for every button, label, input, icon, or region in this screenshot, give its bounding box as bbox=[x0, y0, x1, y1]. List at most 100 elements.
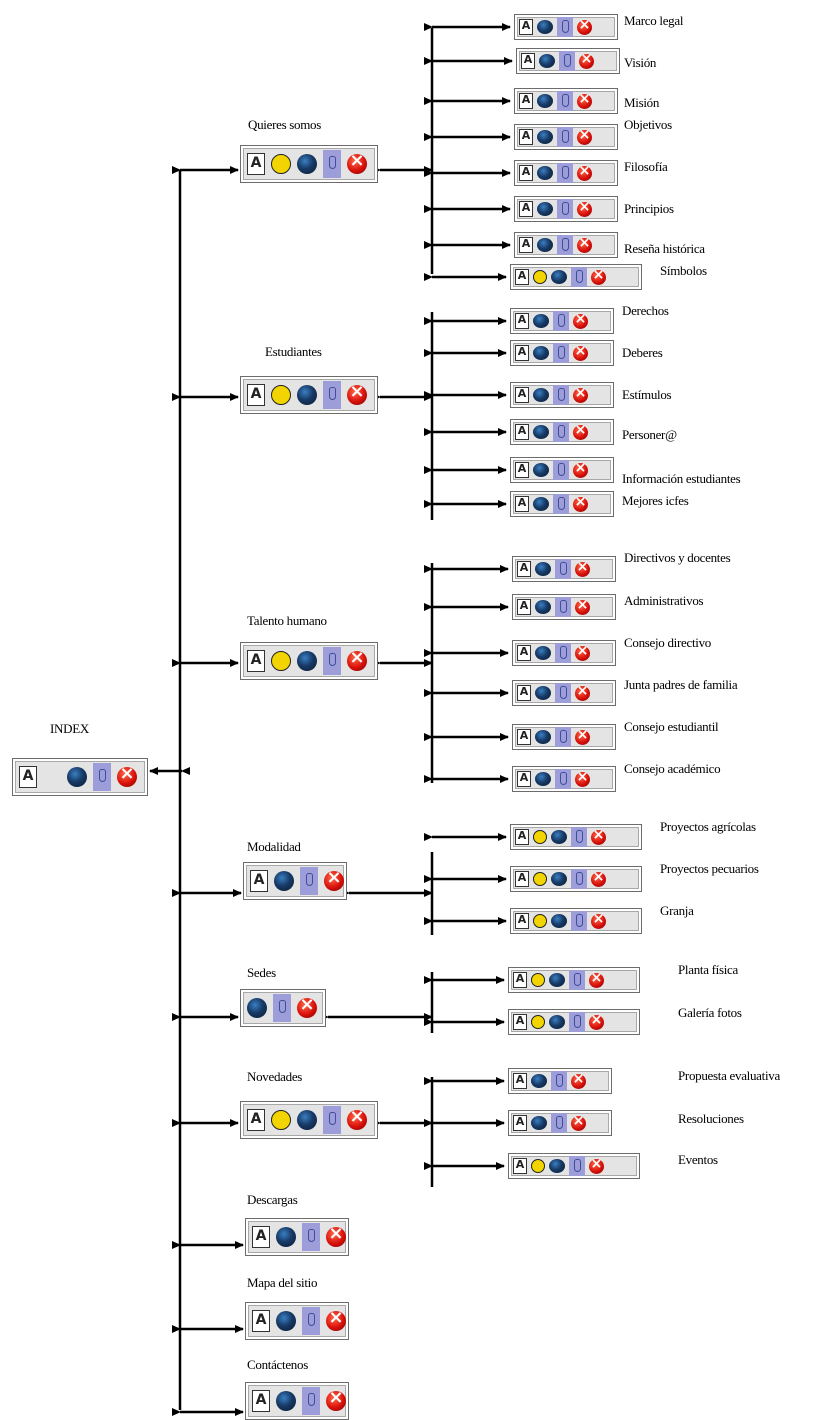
hand-icon[interactable] bbox=[571, 911, 587, 931]
close-icon[interactable] bbox=[575, 643, 590, 661]
hand-icon[interactable] bbox=[569, 1012, 585, 1032]
doc-icon[interactable] bbox=[252, 1226, 270, 1248]
child-label[interactable]: Deberes bbox=[622, 345, 663, 360]
globe-icon[interactable] bbox=[531, 1074, 547, 1088]
doc-icon[interactable] bbox=[515, 829, 529, 845]
child-label[interactable]: Planta física bbox=[678, 962, 738, 977]
globe-icon[interactable] bbox=[297, 154, 317, 174]
close-icon[interactable] bbox=[589, 1012, 604, 1030]
close-icon[interactable] bbox=[591, 267, 606, 285]
child-label[interactable]: Administrativos bbox=[624, 593, 704, 608]
child-label[interactable]: Directivos y docentes bbox=[624, 550, 731, 565]
child-label[interactable]: Mejores icfes bbox=[622, 493, 689, 508]
hand-icon[interactable] bbox=[553, 343, 569, 363]
doc-icon[interactable] bbox=[519, 165, 533, 181]
globe-icon[interactable] bbox=[297, 651, 317, 671]
doc-icon[interactable] bbox=[247, 153, 265, 175]
doc-icon[interactable] bbox=[519, 237, 533, 253]
section-label[interactable]: Novedades bbox=[247, 1069, 303, 1084]
child-label[interactable]: Proyectos agrícolas bbox=[660, 819, 756, 834]
doc-icon[interactable] bbox=[513, 1073, 527, 1089]
section-label[interactable]: Sedes bbox=[247, 965, 276, 980]
globe-icon[interactable] bbox=[549, 1015, 565, 1029]
hand-icon[interactable] bbox=[555, 559, 571, 579]
close-icon[interactable] bbox=[573, 422, 588, 440]
hand-icon[interactable] bbox=[557, 17, 573, 37]
close-icon[interactable] bbox=[573, 311, 588, 329]
hand-icon[interactable] bbox=[571, 827, 587, 847]
face-icon[interactable] bbox=[533, 830, 547, 844]
child-label[interactable]: Granja bbox=[660, 903, 694, 918]
section-label[interactable]: Descargas bbox=[247, 1192, 298, 1207]
globe-icon[interactable] bbox=[533, 497, 549, 511]
hand-icon[interactable] bbox=[553, 311, 569, 331]
child-label[interactable]: Consejo estudiantil bbox=[624, 719, 719, 734]
child-label[interactable]: Misión bbox=[624, 95, 660, 110]
hand-icon[interactable] bbox=[555, 683, 571, 703]
child-label[interactable]: Derechos bbox=[622, 303, 669, 318]
hand-icon[interactable] bbox=[302, 1307, 320, 1335]
hand-icon[interactable] bbox=[273, 994, 291, 1022]
child-label[interactable]: Información estudiantes bbox=[622, 471, 741, 486]
close-icon[interactable] bbox=[575, 597, 590, 615]
hand-icon[interactable] bbox=[323, 150, 341, 178]
close-icon[interactable] bbox=[577, 17, 592, 35]
section-label[interactable]: Quieres somos bbox=[248, 117, 322, 132]
hand-icon[interactable] bbox=[302, 1223, 320, 1251]
close-icon[interactable] bbox=[589, 970, 604, 988]
close-icon[interactable] bbox=[117, 763, 137, 787]
close-icon[interactable] bbox=[575, 559, 590, 577]
globe-icon[interactable] bbox=[274, 871, 294, 891]
globe-icon[interactable] bbox=[551, 914, 567, 928]
doc-icon[interactable] bbox=[517, 645, 531, 661]
hand-icon[interactable] bbox=[323, 647, 341, 675]
globe-icon[interactable] bbox=[537, 130, 553, 144]
doc-icon[interactable] bbox=[517, 685, 531, 701]
close-icon[interactable] bbox=[577, 91, 592, 109]
doc-icon[interactable] bbox=[519, 19, 533, 35]
globe-icon[interactable] bbox=[551, 872, 567, 886]
hand-icon[interactable] bbox=[323, 1106, 341, 1134]
close-icon[interactable] bbox=[577, 235, 592, 253]
doc-icon[interactable] bbox=[517, 561, 531, 577]
doc-icon[interactable] bbox=[519, 201, 533, 217]
face-icon[interactable] bbox=[271, 651, 291, 671]
close-icon[interactable] bbox=[575, 683, 590, 701]
close-icon[interactable] bbox=[347, 150, 367, 174]
globe-icon[interactable] bbox=[533, 346, 549, 360]
child-label[interactable]: Resoluciones bbox=[678, 1111, 744, 1126]
hand-icon[interactable] bbox=[323, 381, 341, 409]
face-icon[interactable] bbox=[271, 385, 291, 405]
child-label[interactable]: Estímulos bbox=[622, 387, 672, 402]
hand-icon[interactable] bbox=[555, 727, 571, 747]
globe-icon[interactable] bbox=[551, 270, 567, 284]
globe-icon[interactable] bbox=[535, 646, 551, 660]
doc-icon[interactable] bbox=[515, 313, 529, 329]
child-label[interactable]: Visión bbox=[624, 55, 657, 70]
face-icon[interactable] bbox=[271, 154, 291, 174]
doc-icon[interactable] bbox=[515, 345, 529, 361]
close-icon[interactable] bbox=[591, 827, 606, 845]
globe-icon[interactable] bbox=[535, 772, 551, 786]
section-label[interactable]: Contáctenos bbox=[247, 1357, 308, 1372]
child-label[interactable]: Consejo académico bbox=[624, 761, 721, 776]
child-label[interactable]: Galería fotos bbox=[678, 1005, 742, 1020]
globe-icon[interactable] bbox=[276, 1391, 296, 1411]
close-icon[interactable] bbox=[591, 869, 606, 887]
hand-icon[interactable] bbox=[300, 867, 318, 895]
section-label[interactable]: Talento humano bbox=[247, 613, 327, 628]
close-icon[interactable] bbox=[575, 727, 590, 745]
child-label[interactable]: Filosofía bbox=[624, 159, 668, 174]
close-icon[interactable] bbox=[347, 647, 367, 671]
close-icon[interactable] bbox=[571, 1071, 586, 1089]
child-label[interactable]: Propuesta evaluativa bbox=[678, 1068, 780, 1083]
hand-icon[interactable] bbox=[557, 91, 573, 111]
doc-icon[interactable] bbox=[521, 53, 535, 69]
child-label[interactable]: Reseña histórica bbox=[624, 241, 705, 256]
face-icon[interactable] bbox=[531, 1015, 545, 1029]
child-label[interactable]: Símbolos bbox=[660, 263, 707, 278]
doc-icon[interactable] bbox=[519, 129, 533, 145]
globe-icon[interactable] bbox=[247, 998, 267, 1018]
globe-icon[interactable] bbox=[533, 314, 549, 328]
doc-icon[interactable] bbox=[513, 972, 527, 988]
